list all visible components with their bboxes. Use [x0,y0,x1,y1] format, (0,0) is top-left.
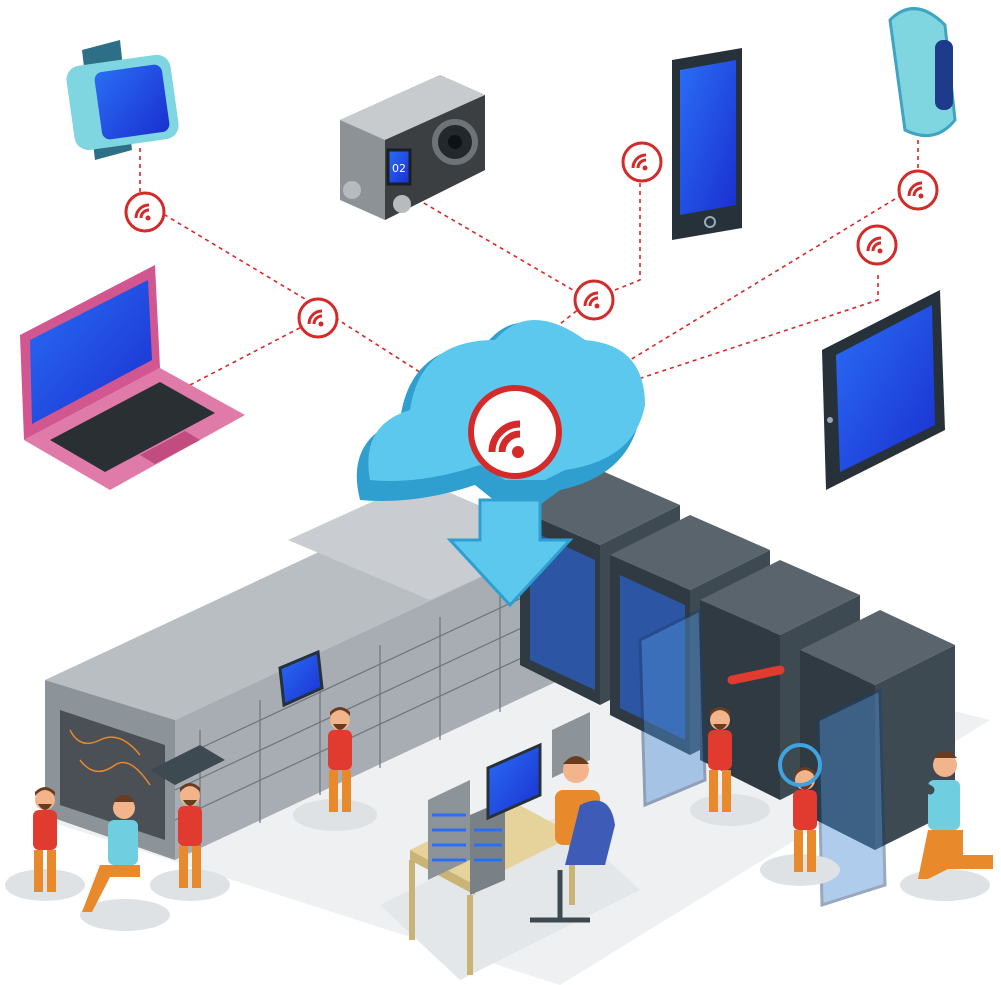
camera-screen-text: 02 [392,162,406,175]
action-camera-icon: 02 [340,75,485,220]
wifi-badge-icon [897,169,939,211]
technician-group [5,649,993,931]
desk-workstation [380,712,640,980]
laptop-icon [20,265,245,490]
smartwatch-icon [66,40,179,160]
tablet-icon [822,290,945,490]
wifi-badge-icon [573,279,615,321]
wifi-badge-icon [124,191,166,233]
wifi-badge-icon [856,224,898,266]
wifi-badge-icon [621,141,663,183]
fitness-band-icon [888,7,957,138]
cloud-icon [356,320,645,608]
wifi-badge-icon [297,297,339,339]
server-row-left [45,480,561,860]
smartphone-icon [672,48,742,240]
network-connections [139,140,919,386]
